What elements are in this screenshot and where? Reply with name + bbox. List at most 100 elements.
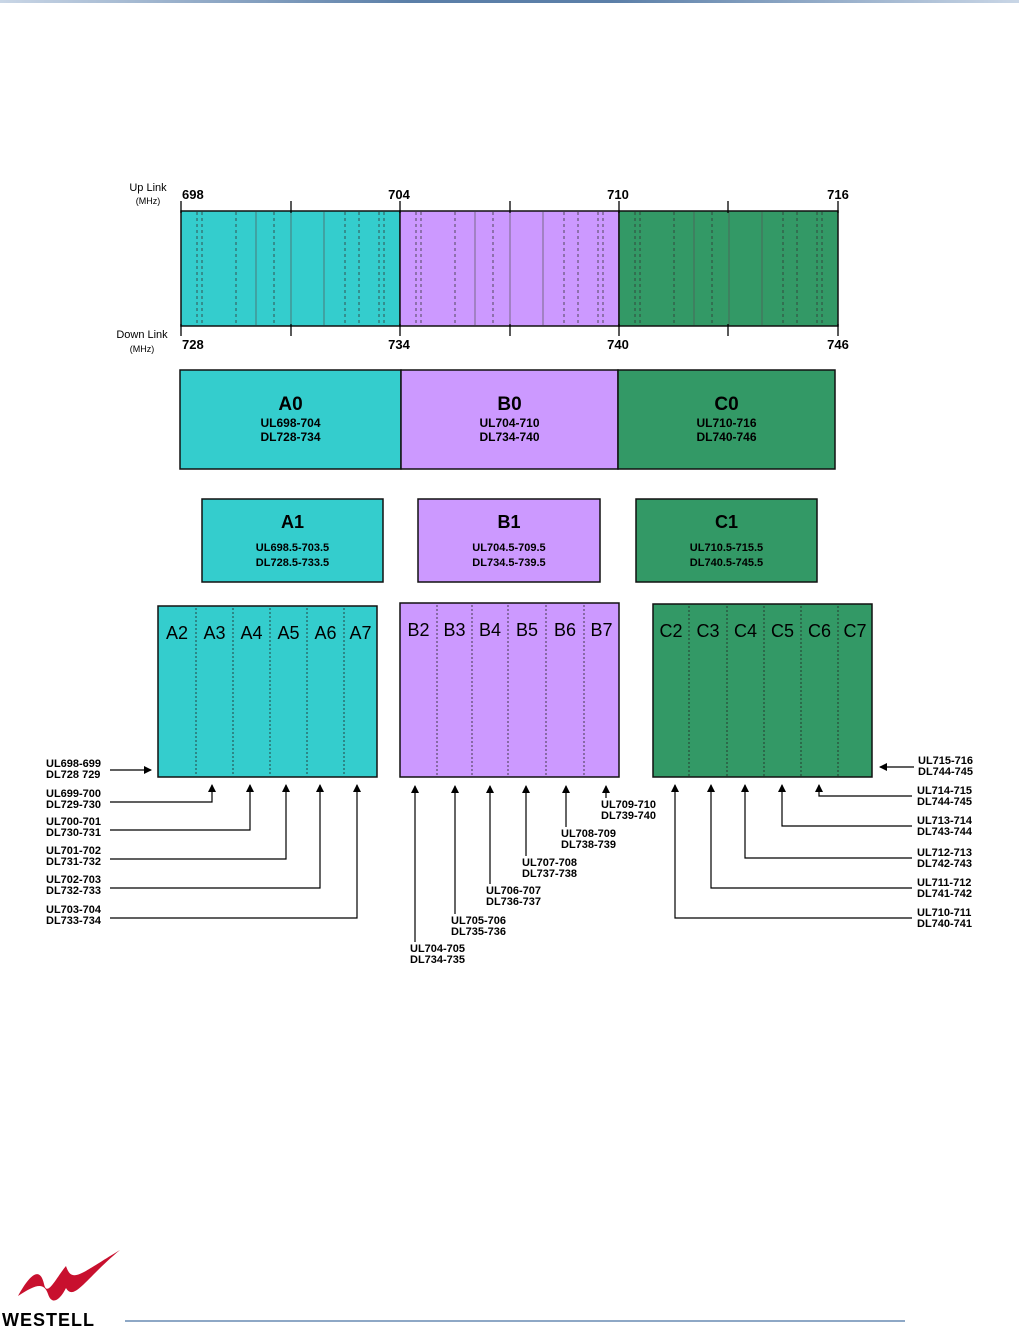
block-name: A1 <box>281 512 304 532</box>
callout-arrow <box>110 784 216 803</box>
callout-ul: UL709-710 <box>601 799 656 811</box>
downlink-tick-label: 728 <box>182 337 204 352</box>
uplink-tick-label: 710 <box>607 187 629 202</box>
downlink-axis-title: Down Link <box>116 329 168 341</box>
block-ul-range: UL698-704 <box>260 416 320 430</box>
block-ul-range: UL710.5-715.5 <box>690 542 763 554</box>
block-dl-range: DL740-746 <box>696 430 756 444</box>
callout-arrow <box>671 784 912 919</box>
callout-ul: UL711-712 <box>917 877 971 889</box>
block-dl-range: DL740.5-745.5 <box>690 557 763 569</box>
block-ul-range: UL698.5-703.5 <box>256 542 329 554</box>
block-name: B1 <box>497 512 520 532</box>
block-c1 <box>635 498 818 583</box>
callout-dl: DL742-743 <box>917 858 972 870</box>
callout-arrow <box>110 784 254 831</box>
block-name: C0 <box>714 394 738 415</box>
callout-ul: UL707-708 <box>522 857 577 869</box>
uplink-axis-title: Up Link <box>129 182 167 194</box>
subchannel-label: B4 <box>479 620 501 640</box>
callout-arrow <box>741 784 912 859</box>
callout-arrow <box>778 784 912 827</box>
downlink-tick-label: 740 <box>607 337 629 352</box>
callout-dl: DL744-745 <box>917 796 972 808</box>
subchannel-label: B5 <box>516 620 538 640</box>
callout-dl: DL734-735 <box>410 954 465 966</box>
logo-swoosh <box>18 1250 120 1301</box>
block-ul-range: UL710-716 <box>696 416 756 430</box>
callout-ul: UL710-711 <box>917 907 971 919</box>
callout-ul: UL708-709 <box>561 828 616 840</box>
callout-dl: DL738-739 <box>561 839 616 851</box>
callout-arrow <box>815 784 912 797</box>
callout-dl: DL740-741 <box>917 918 972 930</box>
subchannel-label: A5 <box>277 623 299 643</box>
band-segment <box>618 210 839 327</box>
callout-ul: UL712-713 <box>917 847 972 859</box>
block-ul-range: UL704-710 <box>479 416 539 430</box>
block-a1 <box>201 498 384 583</box>
block-name: A0 <box>278 394 302 415</box>
block-dl-range: DL734-740 <box>479 430 539 444</box>
top-rule <box>0 0 1019 3</box>
block-name: B0 <box>497 394 521 415</box>
group-b <box>399 602 620 778</box>
block-name: C1 <box>715 512 738 532</box>
block-b0 <box>400 369 619 470</box>
subchannel-label: C3 <box>696 621 719 641</box>
block-dl-range: DL728-734 <box>260 430 320 444</box>
subchannel-label: A3 <box>203 623 225 643</box>
uplink-tick-label: 704 <box>388 187 410 202</box>
band-segment <box>180 210 401 327</box>
callout-ul: UL715-716 <box>918 755 973 767</box>
callout-dl: DL733-734 <box>46 915 102 927</box>
subchannel-label: C4 <box>734 621 757 641</box>
block-dl-range: DL734.5-739.5 <box>472 557 545 569</box>
callout-dl: DL732-733 <box>46 885 101 897</box>
subchannel-label: C2 <box>659 621 682 641</box>
subchannel-label: A6 <box>314 623 336 643</box>
subchannel-label: B3 <box>443 620 465 640</box>
block-a0 <box>179 369 402 470</box>
callout-ul: UL705-706 <box>451 915 506 927</box>
callout-dl: DL736-737 <box>486 896 541 908</box>
callout-ul: UL698-699 <box>46 758 101 770</box>
group-c <box>652 603 873 778</box>
callout-ul: UL701-702 <box>46 845 101 857</box>
downlink-tick-label: 746 <box>827 337 849 352</box>
callout-ul: UL702-703 <box>46 874 101 886</box>
block-ul-range: UL704.5-709.5 <box>472 542 545 554</box>
subchannel-label: A7 <box>349 623 371 643</box>
callout-dl: DL739-740 <box>601 810 656 822</box>
callout-arrow <box>110 784 290 860</box>
callout-arrow <box>110 784 324 889</box>
callout-dl: DL729-730 <box>46 799 101 811</box>
callout-dl: DL731-732 <box>46 856 101 868</box>
downlink-axis-unit: (MHz) <box>130 344 155 354</box>
downlink-tick-label: 734 <box>388 337 410 352</box>
callout-ul: UL714-715 <box>917 785 972 797</box>
callout-dl: DL743-744 <box>917 826 973 838</box>
block-c0 <box>617 369 836 470</box>
callout-ul: UL703-704 <box>46 904 102 916</box>
callout-dl: DL735-736 <box>451 926 506 938</box>
callout-ul: UL699-700 <box>46 788 101 800</box>
callout-ul: UL704-705 <box>410 943 465 955</box>
band-segment <box>399 210 620 327</box>
subchannel-label: B2 <box>407 620 429 640</box>
subchannel-label: C6 <box>808 621 831 641</box>
callout-dl: DL744-745 <box>918 766 973 778</box>
subchannel-label: C5 <box>771 621 794 641</box>
logo-wordmark: WESTELL <box>2 1310 95 1328</box>
subchannel-label: A2 <box>166 623 188 643</box>
bottom-rule <box>125 1320 905 1322</box>
subchannel-label: B6 <box>554 620 576 640</box>
callout-arrow <box>707 784 912 889</box>
callout-arrow <box>110 784 361 919</box>
callout-dl: DL737-738 <box>522 868 577 880</box>
subchannel-label: A4 <box>240 623 262 643</box>
callout-ul: UL713-714 <box>917 815 973 827</box>
callout-dl: DL730-731 <box>46 827 101 839</box>
uplink-tick-label: 698 <box>182 187 204 202</box>
